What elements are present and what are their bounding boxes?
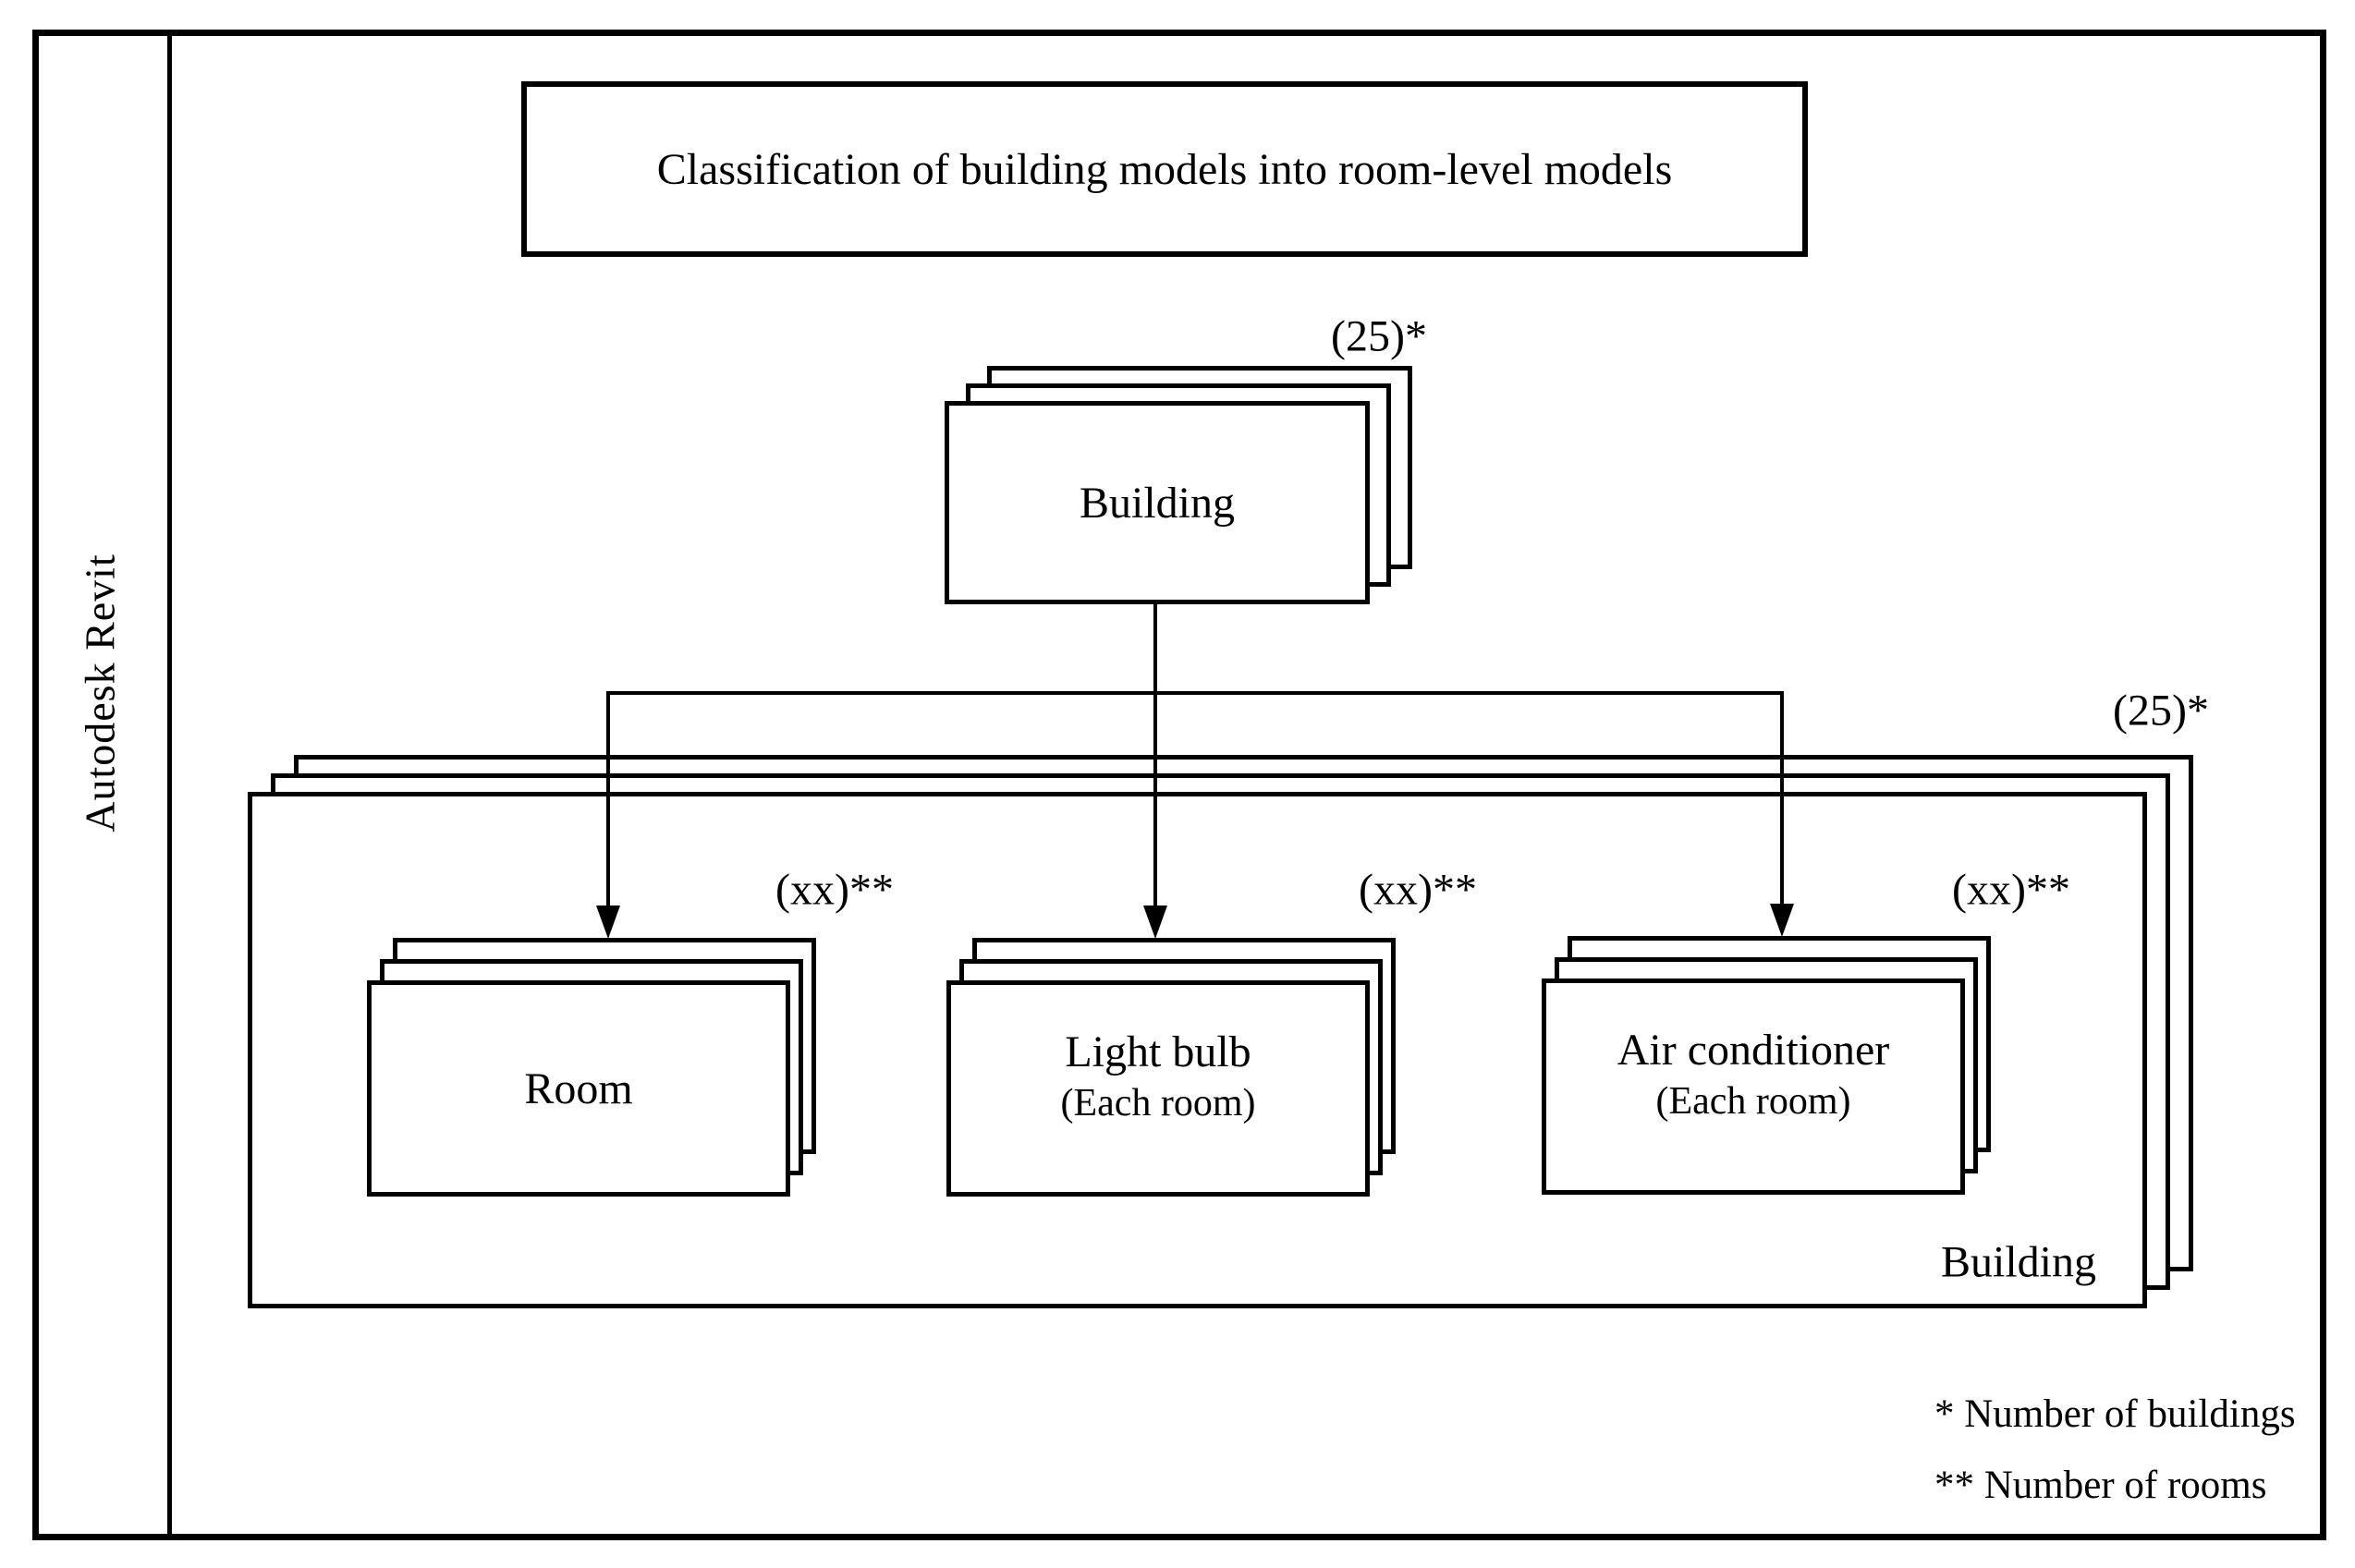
room-count-label: (xx)** bbox=[775, 865, 894, 915]
room-label: Room bbox=[524, 1064, 633, 1113]
title-text: Classification of building models into r… bbox=[656, 144, 1673, 194]
building-stack-label: Building bbox=[1079, 478, 1236, 528]
footnote-number-of-rooms: ** Number of rooms bbox=[1934, 1464, 2267, 1507]
aircon-sublabel: (Each room) bbox=[1655, 1080, 1851, 1123]
container-building-label: Building bbox=[1940, 1237, 2097, 1287]
title-box: Classification of building models into r… bbox=[521, 81, 1808, 257]
lightbulb-stack-card-front: Light bulb (Each room) bbox=[946, 980, 1370, 1197]
sidebar-label-text: Autodesk Revit bbox=[76, 553, 124, 833]
aircon-stack-card-front: Air conditioner (Each room) bbox=[1542, 978, 1965, 1195]
building-stack-card-front: Building bbox=[945, 401, 1370, 604]
sidebar-divider bbox=[167, 30, 172, 1540]
building-count-label: (25)* bbox=[1331, 311, 1427, 361]
lightbulb-count-label: (xx)** bbox=[1359, 865, 1477, 915]
footnote-number-of-buildings: * Number of buildings bbox=[1934, 1392, 2296, 1436]
lightbulb-sublabel: (Each room) bbox=[1060, 1082, 1256, 1124]
aircon-label: Air conditioner bbox=[1617, 1026, 1890, 1075]
outer-frame bbox=[32, 30, 2326, 1540]
container-count-label: (25)* bbox=[2113, 686, 2209, 735]
aircon-count-label: (xx)** bbox=[1952, 865, 2070, 915]
lightbulb-label: Light bulb bbox=[1065, 1027, 1251, 1076]
room-stack-card-front: Room bbox=[367, 980, 790, 1197]
